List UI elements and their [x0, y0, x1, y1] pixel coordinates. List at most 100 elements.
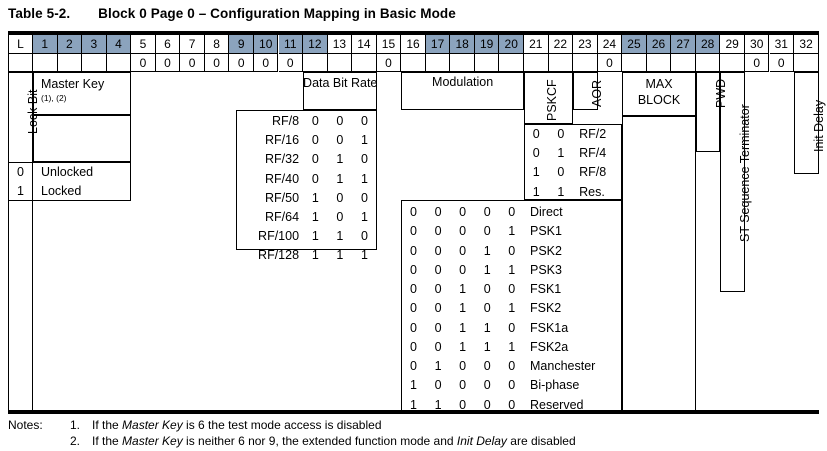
default-cell-30: 0: [744, 54, 770, 72]
bit-header-15: 15: [376, 35, 402, 54]
default-cell-6: 0: [155, 54, 181, 72]
modulation-bit: 1: [508, 224, 516, 239]
modulation-bit: 0: [410, 243, 417, 258]
modulation-bit: 1: [434, 397, 442, 412]
table-title-text: Block 0 Page 0 – Configuration Mapping i…: [98, 6, 456, 21]
modulation-bit: 0: [508, 205, 516, 219]
bit-header-16: 16: [401, 35, 426, 54]
modulation-bit: 0: [459, 205, 467, 219]
modulation-bit: 0: [483, 378, 491, 393]
modulation-bit: 1: [410, 397, 417, 412]
default-cell-21: [524, 54, 549, 72]
pskcf-bit: 0: [532, 127, 540, 141]
data-bit-rate-name: RF/16: [265, 133, 300, 148]
data-bit-rate-name: RF/128: [258, 248, 300, 263]
default-cell-5: 0: [131, 54, 156, 72]
default-cell-25: [622, 54, 647, 72]
pskcf-bit: 0: [557, 127, 565, 141]
modulation-bit: 0: [434, 339, 442, 354]
data-bit-rate-bit: 0: [311, 133, 319, 148]
default-cell-2: [57, 54, 83, 72]
modulation-bit: 1: [508, 262, 516, 277]
bit-header-6: 6: [155, 35, 181, 54]
modulation-name: PSK3: [530, 262, 562, 277]
modulation-bit: 1: [483, 320, 491, 335]
bit-header-18: 18: [450, 35, 475, 54]
modulation-bit: 0: [483, 224, 491, 239]
data-bit-rate-bit: 1: [311, 210, 319, 224]
pskcf-name: Res.: [579, 184, 605, 199]
bit-header-30: 30: [744, 35, 770, 54]
data-bit-rate-name: RF/40: [265, 171, 300, 186]
modulation-bit: 0: [459, 243, 467, 258]
modulation-name: FSK1a: [530, 320, 569, 335]
modulation-bit: 0: [410, 262, 417, 277]
pskcf-header-box: [524, 72, 574, 124]
bit-header-14: 14: [352, 35, 377, 54]
pskcf-label: PSKCF: [545, 79, 559, 121]
data-bit-rate-bit: 1: [311, 248, 319, 263]
data-bit-rate-bit: 1: [336, 152, 344, 167]
modulation-bit: 1: [410, 378, 417, 393]
bit-header-32: 32: [794, 35, 820, 54]
modulation-name: PSK2: [530, 243, 562, 258]
bit-header-9: 9: [229, 35, 254, 54]
modulation-bit: 1: [459, 301, 467, 316]
lock-bit-name: Locked: [41, 184, 82, 198]
bit-header-22: 22: [548, 35, 574, 54]
bit-header-28: 28: [695, 35, 721, 54]
st-sequence-terminator-box: [720, 72, 745, 292]
bit-header-20: 20: [499, 35, 524, 54]
data-bit-rate-name: RF/64: [265, 210, 300, 224]
data-bit-rate-bit: 1: [336, 171, 344, 186]
pskcf-name: RF/4: [579, 146, 607, 161]
default-cell-4: [106, 54, 132, 72]
modulation-name: Direct: [530, 205, 563, 219]
bit-header-26: 26: [646, 35, 672, 54]
modulation-bit: 0: [434, 378, 442, 393]
modulation-bit: 0: [434, 243, 442, 258]
note-row: 2. If the Master Key is neither 6 nor 9,…: [8, 434, 819, 450]
modulation-name: FSK1: [530, 282, 562, 296]
modulation-bit: 0: [410, 224, 417, 239]
lock-bit-values-box: [8, 162, 132, 201]
lock-bit-name: Unlocked: [41, 165, 94, 179]
data-bit-rate-label: Data Bit Rate: [303, 76, 378, 90]
default-cell-3: [82, 54, 107, 72]
aor-label: AOR: [590, 79, 605, 107]
max-block-header-box: [622, 72, 696, 116]
bit-header-1: 1: [33, 35, 58, 54]
modulation-values-box: [401, 200, 623, 414]
data-bit-rate-header-box: [303, 72, 377, 110]
modulation-bit: 0: [508, 378, 516, 393]
bit-header-12: 12: [303, 35, 328, 54]
bit-header-3: 3: [82, 35, 107, 54]
note-row: Notes: 1. If the Master Key is 6 the tes…: [8, 418, 819, 434]
bit-header-19: 19: [474, 35, 500, 54]
modulation-bit: 0: [434, 301, 442, 316]
default-cell-28: [695, 54, 721, 72]
bit-header-11: 11: [278, 35, 304, 54]
modulation-bit: 1: [434, 359, 442, 373]
modulation-bit: 0: [459, 397, 467, 412]
data-bit-rate-bit: 1: [336, 229, 344, 244]
default-cell-23: [573, 54, 598, 72]
data-bit-rate-bit: 1: [360, 210, 368, 224]
modulation-name: Manchester: [530, 359, 596, 373]
pskcf-bit: 0: [557, 165, 565, 180]
modulation-bit: 0: [483, 205, 491, 219]
data-bit-rate-bit: 1: [336, 248, 344, 263]
modulation-bit: 0: [508, 320, 516, 335]
data-bit-rate-bit: 0: [311, 152, 319, 167]
default-cell-22: [548, 54, 574, 72]
bit-header-8: 8: [204, 35, 230, 54]
modulation-bit: 1: [508, 301, 516, 316]
modulation-bit: 0: [459, 224, 467, 239]
table-title: Table 5-2. Block 0 Page 0 – Configuratio…: [8, 6, 819, 26]
data-bit-rate-bit: 1: [360, 171, 368, 186]
modulation-bit: 1: [459, 339, 467, 354]
default-cell-9: 0: [229, 54, 254, 72]
pskcf-bit: 0: [532, 146, 540, 161]
default-cell-32: [794, 54, 820, 72]
